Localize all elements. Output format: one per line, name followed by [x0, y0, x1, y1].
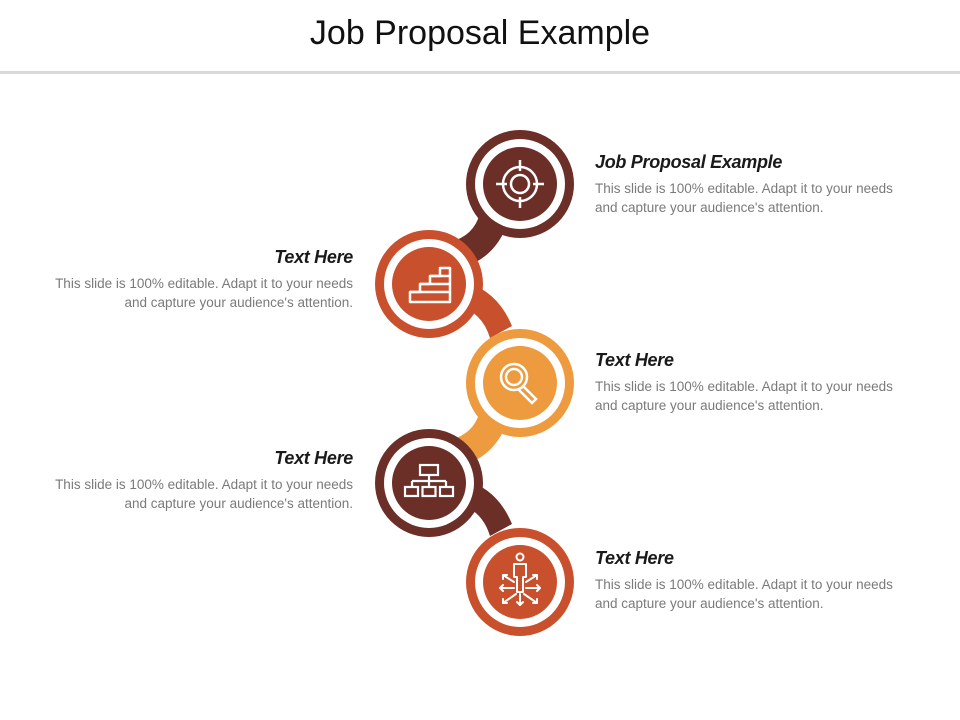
step-node-2: [375, 230, 483, 338]
step-text-1: Job Proposal Example This slide is 100% …: [595, 152, 895, 217]
magnifier-icon: [499, 362, 538, 405]
step-node-4: [375, 429, 483, 537]
step-heading: Text Here: [274, 247, 353, 267]
step-description: This slide is 100% editable. Adapt it to…: [55, 276, 353, 310]
step-node-1: [466, 130, 574, 238]
step-node-3: [466, 329, 574, 437]
step-description: This slide is 100% editable. Adapt it to…: [595, 577, 893, 611]
target-icon: [496, 160, 544, 208]
step-heading: Text Here: [595, 350, 674, 370]
step-text-5: Text Here This slide is 100% editable. A…: [595, 548, 895, 613]
stairs-icon: [408, 266, 452, 304]
step-text-3: Text Here This slide is 100% editable. A…: [595, 350, 895, 415]
title-divider: [0, 71, 960, 74]
org-chart-icon: [403, 463, 455, 498]
step-heading: Job Proposal Example: [595, 152, 783, 172]
step-node-5: [466, 528, 574, 636]
person-arrows-icon: [499, 552, 541, 606]
step-description: This slide is 100% editable. Adapt it to…: [595, 379, 893, 413]
step-heading: Text Here: [274, 448, 353, 468]
step-description: This slide is 100% editable. Adapt it to…: [595, 181, 893, 215]
step-text-4: Text Here This slide is 100% editable. A…: [53, 448, 353, 513]
slide-title: Job Proposal Example: [309, 14, 651, 52]
step-heading: Text Here: [595, 548, 674, 568]
step-text-2: Text Here This slide is 100% editable. A…: [53, 247, 353, 312]
step-description: This slide is 100% editable. Adapt it to…: [55, 477, 353, 511]
